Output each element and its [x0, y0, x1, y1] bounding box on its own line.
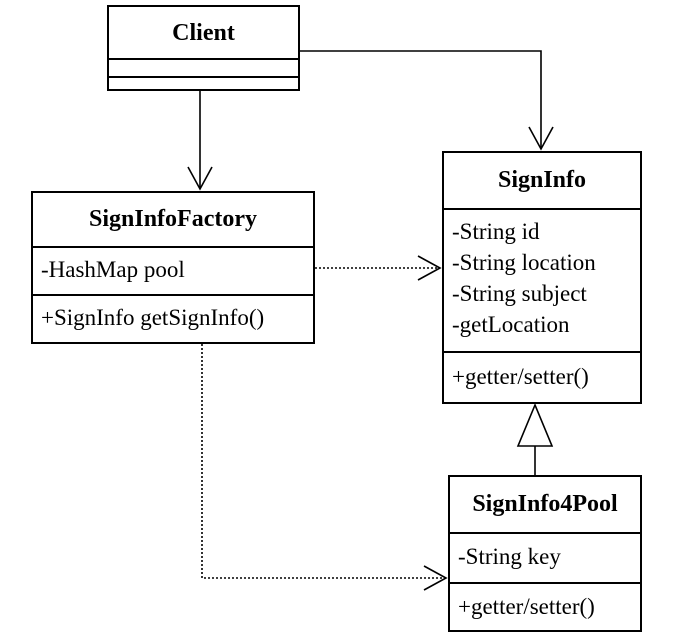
attribute-get-location: -getLocation: [452, 312, 570, 337]
operation-getter-setter: +getter/setter(): [452, 364, 589, 389]
edge-factory-to-signinfo-arrowhead: [417, 255, 442, 281]
class-signinfo4pool-name: SignInfo4Pool: [472, 491, 618, 517]
class-signinfo-factory-attributes: -HashMap pool: [33, 246, 313, 294]
operation-getter-setter: +getter/setter(): [458, 594, 595, 619]
class-signinfo-operations: +getter/setter(): [444, 351, 640, 402]
attribute-id: -String id: [452, 219, 540, 244]
attribute-pool: -HashMap pool: [41, 257, 185, 282]
edge-client-to-signinfo: [300, 50, 554, 151]
edge-pool-generalizes-signinfo: [516, 402, 554, 475]
class-signinfo4pool[interactable]: SignInfo4Pool -String key +getter/setter…: [448, 475, 642, 632]
edge-client-to-signinfo-line: [300, 50, 542, 149]
class-client[interactable]: Client: [107, 5, 300, 91]
attribute-key: -String key: [458, 544, 561, 569]
edge-client-to-factory-arrowhead: [187, 166, 213, 191]
attribute-location: -String location: [452, 250, 596, 275]
class-signinfo4pool-operations: +getter/setter(): [450, 582, 640, 630]
class-client-operations: [109, 76, 298, 89]
operation-get-sign-info: +SignInfo getSignInfo(): [41, 305, 265, 330]
edge-client-to-signinfo-arrowhead: [528, 126, 554, 151]
class-signinfo-name: SignInfo: [497, 167, 587, 193]
class-signinfo-attributes: -String id -String location -String subj…: [444, 208, 640, 351]
class-signinfo-factory-name: SignInfoFactory: [89, 206, 257, 232]
edge-client-to-factory: [187, 91, 213, 191]
class-signinfo4pool-attributes: -String key: [450, 532, 640, 582]
edge-factory-to-pool-line: [201, 344, 446, 579]
edge-factory-to-pool-arrowhead: [423, 565, 448, 591]
edge-factory-to-pool: [201, 344, 448, 591]
class-signinfo-factory[interactable]: SignInfoFactory -HashMap pool +SignInfo …: [31, 191, 315, 344]
generalization-triangle-icon: [516, 402, 554, 447]
class-signinfo-factory-operations: +SignInfo getSignInfo(): [33, 294, 313, 342]
class-client-name: Client: [172, 20, 235, 46]
class-signinfo[interactable]: SignInfo -String id -String location -St…: [442, 151, 642, 404]
edge-factory-to-signinfo: [315, 255, 442, 281]
class-client-attributes: [109, 58, 298, 76]
attribute-subject: -String subject: [452, 281, 587, 306]
